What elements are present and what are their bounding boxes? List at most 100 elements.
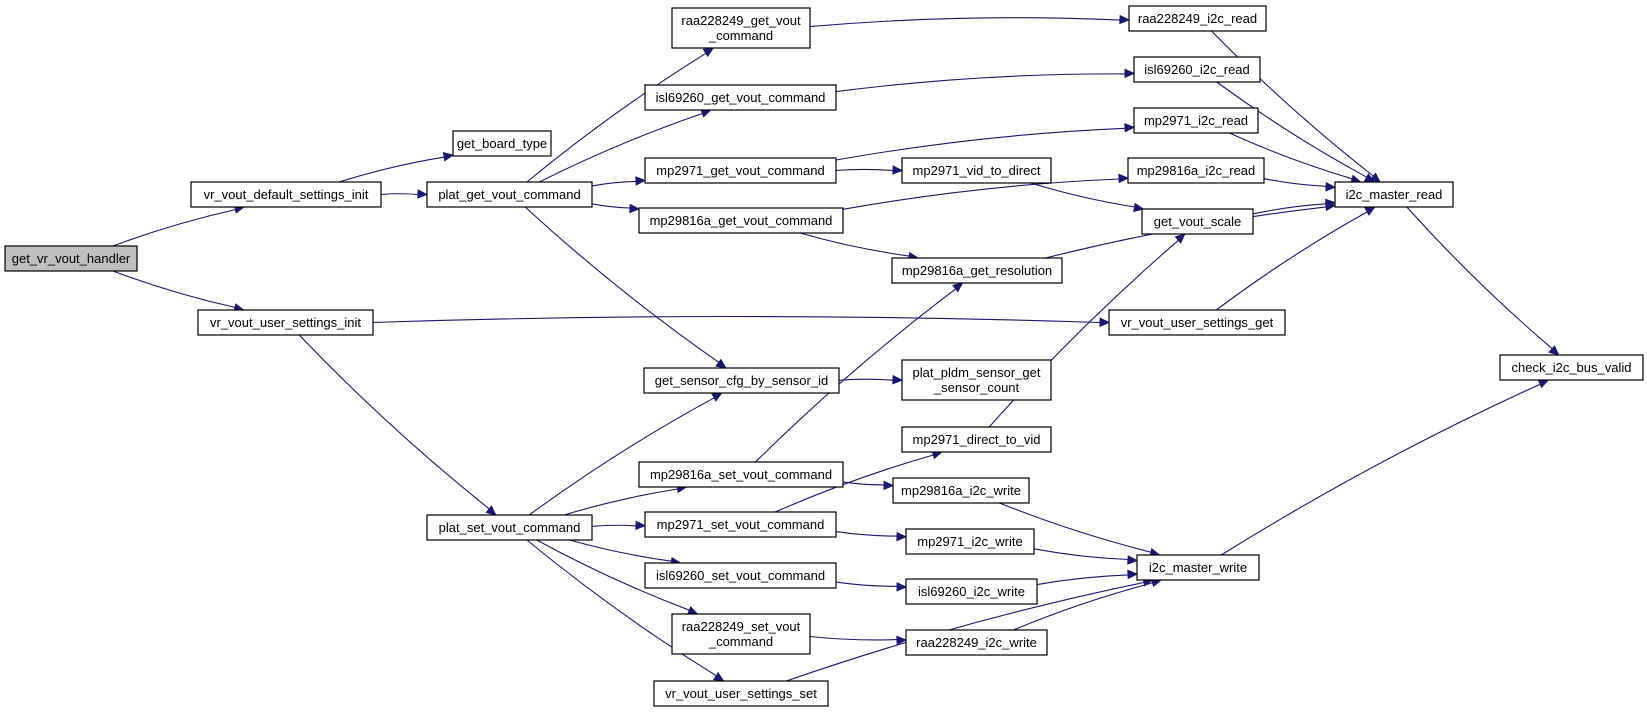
node-label: mp29816a_set_vout_command	[650, 467, 832, 482]
node-mp2971-set-vout-command[interactable]: mp2971_set_vout_command	[644, 511, 837, 538]
node-mp29816a-i2c-write[interactable]: mp29816a_i2c_write	[892, 477, 1030, 504]
node-i2c-master-write[interactable]: i2c_master_write	[1136, 554, 1260, 581]
arrowhead-mp2971_set_vout_command-to-mp2971_i2c_write	[896, 531, 908, 542]
node-get-vr-vout-handler[interactable]: get_vr_vout_handler	[4, 245, 138, 272]
node-vr-vout-user-settings-get[interactable]: vr_vout_user_settings_get	[1108, 309, 1286, 336]
node-box	[1127, 157, 1265, 184]
edge-mp2971_get_vout_command-to-mp2971_vid_to_direct	[835, 168, 894, 172]
node-get-sensor-cfg-by-sensor-id[interactable]: get_sensor_cfg_by_sensor_id	[643, 367, 840, 394]
node-mp2971-i2c-write[interactable]: mp2971_i2c_write	[905, 528, 1035, 555]
node-isl69260-set-vout-command[interactable]: isl69260_set_vout_command	[644, 562, 837, 589]
node-get-board-type[interactable]: get_board_type	[452, 130, 552, 157]
node-box	[892, 477, 1030, 504]
node-label: vr_vout_default_settings_init	[204, 187, 369, 202]
edge-plat_set_vout_command-to-raa228249_set_vout_command	[536, 539, 690, 611]
node-mp2971-direct-to-vid[interactable]: mp2971_direct_to_vid	[901, 426, 1052, 453]
node-box	[4, 245, 138, 272]
node-isl69260-i2c-read[interactable]: isl69260_i2c_read	[1133, 56, 1261, 83]
edge-mp2971_set_vout_command-to-mp2971_i2c_write	[835, 531, 898, 537]
node-label: get_sensor_cfg_by_sensor_id	[655, 373, 828, 388]
node-i2c-master-read[interactable]: i2c_master_read	[1334, 181, 1454, 208]
node-box	[426, 181, 593, 208]
arrowhead-plat_get_vout_command-to-get_sensor_cfg_by_sensor_id	[715, 358, 727, 369]
edge-get_sensor_cfg_by_sensor_id-to-plat_pldm_sensor_get_sensor_count	[838, 378, 894, 381]
edge-isl69260_i2c_read-to-i2c_master_read	[1216, 81, 1367, 178]
node-label: plat_get_vout_command	[438, 187, 580, 202]
edge-vr_vout_user_settings_get-to-i2c_master_read	[1215, 211, 1368, 311]
node-plat-set-vout-command[interactable]: plat_set_vout_command	[426, 514, 593, 541]
arrowhead-mp2971_get_vout_command-to-mp2971_vid_to_direct	[892, 165, 904, 175]
node-raa228249-get-vout-command[interactable]: raa228249_get_vout_command	[671, 7, 811, 49]
node-label: vr_vout_user_settings_get	[1121, 315, 1274, 330]
arrowhead-raa228249_get_vout_command-to-raa228249_i2c_read	[1119, 14, 1131, 25]
node-label: plat_pldm_sensor_get	[913, 365, 1041, 380]
node-vr-vout-default-settings-init[interactable]: vr_vout_default_settings_init	[190, 181, 382, 208]
node-mp29816a-i2c-read[interactable]: mp29816a_i2c_read	[1127, 157, 1265, 184]
node-isl69260-get-vout-command[interactable]: isl69260_get_vout_command	[644, 84, 837, 111]
node-raa228249-i2c-write[interactable]: raa228249_i2c_write	[905, 629, 1048, 656]
arrowhead-mp29816a_set_vout_command-to-mp29816a_get_resolution	[952, 282, 964, 293]
edge-plat_set_vout_command-to-isl69260_set_vout_command	[569, 539, 672, 562]
node-label: _command	[708, 634, 773, 649]
edge-plat_get_vout_command-to-mp2971_get_vout_command	[591, 180, 637, 187]
edge-mp2971_i2c_write-to-i2c_master_write	[1033, 548, 1129, 561]
arrowhead-mp29816a_get_vout_command-to-mp29816a_i2c_read	[1118, 173, 1130, 184]
edge-mp29816a_set_vout_command-to-mp29816a_get_resolution	[755, 288, 957, 463]
arrowhead-i2c_master_read-to-check_i2c_bus_valid	[1548, 345, 1560, 356]
node-mp29816a-get-resolution[interactable]: mp29816a_get_resolution	[891, 257, 1063, 284]
node-label: mp2971_set_vout_command	[657, 517, 825, 532]
node-plat-get-vout-command[interactable]: plat_get_vout_command	[426, 181, 593, 208]
node-raa228249-i2c-read[interactable]: raa228249_i2c_read	[1128, 5, 1267, 32]
arrowhead-vr_vout_user_settings_init-to-vr_vout_user_settings_get	[1099, 317, 1111, 327]
node-label: mp29816a_get_resolution	[902, 263, 1052, 278]
node-label: raa228249_i2c_write	[916, 635, 1037, 650]
edge-plat_get_vout_command-to-mp29816a_get_vout_command	[591, 203, 631, 209]
node-box	[643, 367, 840, 394]
node-get-vout-scale[interactable]: get_vout_scale	[1141, 208, 1254, 235]
edge-plat_get_vout_command-to-get_sensor_cfg_by_sensor_id	[524, 206, 720, 363]
node-box	[901, 359, 1052, 401]
node-label: _sensor_count	[933, 380, 1020, 395]
edge-mp29816a_i2c_read-to-i2c_master_read	[1263, 178, 1327, 187]
node-mp29816a-get-vout-command[interactable]: mp29816a_get_vout_command	[638, 207, 844, 234]
node-mp2971-get-vout-command[interactable]: mp2971_get_vout_command	[644, 157, 837, 184]
edge-vr_vout_default_settings_init-to-plat_get_vout_command	[380, 193, 419, 196]
node-isl69260-i2c-write[interactable]: isl69260_i2c_write	[905, 578, 1038, 605]
node-label: mp2971_direct_to_vid	[913, 432, 1041, 447]
node-label: isl69260_get_vout_command	[656, 90, 826, 105]
node-plat-pldm-sensor-get-sensor-count[interactable]: plat_pldm_sensor_get_sensor_count	[901, 359, 1052, 401]
node-raa228249-set-vout-command[interactable]: raa228249_set_vout_command	[671, 613, 811, 655]
node-box	[644, 157, 837, 184]
arrowhead-vr_vout_user_settings_get-to-i2c_master_read	[1364, 206, 1376, 216]
edge-mp2971_i2c_read-to-i2c_master_read	[1229, 132, 1353, 180]
arrowhead-mp2971_direct_to_vid-to-get_vout_scale	[1174, 233, 1186, 244]
node-box	[891, 257, 1063, 284]
node-mp2971-i2c-read[interactable]: mp2971_i2c_read	[1133, 107, 1259, 134]
arrowhead-isl69260_i2c_write-to-i2c_master_write	[1127, 569, 1139, 580]
node-label: i2c_master_read	[1346, 187, 1443, 202]
node-box	[197, 309, 374, 336]
edge-raa228249_i2c_read-to-i2c_master_read	[1211, 30, 1374, 177]
node-mp2971-vid-to-direct[interactable]: mp2971_vid_to_direct	[901, 157, 1052, 184]
node-label: raa228249_set_vout	[682, 619, 801, 634]
node-mp29816a-set-vout-command[interactable]: mp29816a_set_vout_command	[638, 461, 844, 488]
arrowhead-isl69260_get_vout_command-to-isl69260_i2c_read	[1124, 68, 1136, 79]
arrowhead-mp29816a_set_vout_command-to-mp29816a_i2c_write	[883, 480, 895, 491]
node-box	[644, 511, 837, 538]
node-label: mp2971_i2c_read	[1144, 113, 1248, 128]
node-vr-vout-user-settings-init[interactable]: vr_vout_user_settings_init	[197, 309, 374, 336]
node-label: isl69260_set_vout_command	[656, 568, 825, 583]
node-box	[1133, 107, 1259, 134]
node-check-i2c-bus-valid[interactable]: check_i2c_bus_valid	[1499, 354, 1644, 381]
arrowhead-mp2971_vid_to_direct-to-get_vout_scale	[1133, 202, 1145, 213]
node-box	[653, 680, 829, 707]
node-label: _command	[708, 28, 773, 43]
arrowhead-i2c_master_write-to-check_i2c_bus_valid	[1537, 379, 1550, 389]
edge-mp2971_get_vout_command-to-mp2971_i2c_read	[835, 127, 1126, 161]
node-vr-vout-user-settings-set[interactable]: vr_vout_user_settings_set	[653, 680, 829, 707]
edge-raa228249_get_vout_command-to-raa228249_i2c_read	[809, 17, 1121, 28]
arrowhead-plat_get_vout_command-to-raa228249_get_vout_command	[702, 47, 715, 58]
edge-mp2971_vid_to_direct-to-get_vout_scale	[1030, 182, 1135, 208]
node-box	[1141, 208, 1254, 235]
edge-get_vout_scale-to-i2c_master_read	[1252, 203, 1327, 215]
